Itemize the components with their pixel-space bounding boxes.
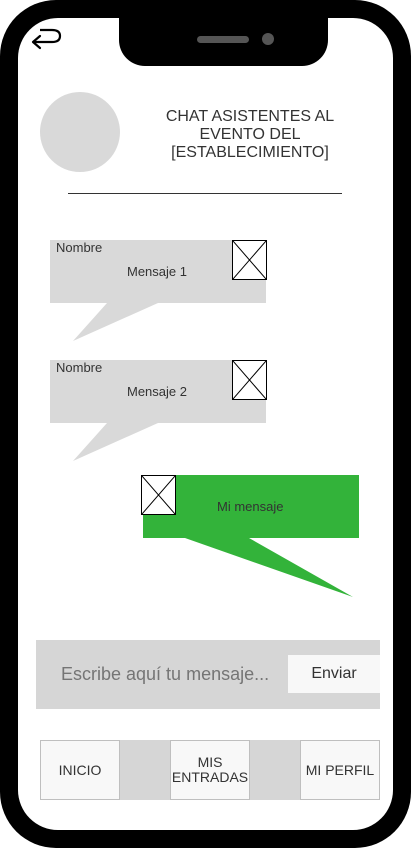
phone-notch bbox=[119, 18, 328, 66]
attachment-image-placeholder[interactable] bbox=[232, 360, 267, 400]
title-line-1: CHAT ASISTENTES AL bbox=[165, 108, 335, 125]
message-sender: Nombre bbox=[56, 360, 103, 375]
title-line-2: EVENTO DEL bbox=[199, 126, 301, 143]
back-arrow-icon[interactable] bbox=[28, 28, 64, 56]
attachment-image-placeholder[interactable] bbox=[141, 475, 176, 515]
bottom-nav: INICIO MIS ENTRADAS MI PERFIL bbox=[40, 740, 380, 800]
event-avatar bbox=[40, 92, 120, 172]
message-composer: Enviar bbox=[36, 640, 380, 709]
send-button[interactable]: Enviar bbox=[288, 655, 380, 693]
nav-item-mi-perfil[interactable]: MI PERFIL bbox=[300, 740, 380, 800]
own-message-bubble: Mi mensaje bbox=[143, 475, 359, 598]
front-camera bbox=[262, 33, 274, 45]
message-bubble-2: Nombre Mensaje 2 bbox=[50, 360, 268, 462]
message-bubble-1: Nombre Mensaje 1 bbox=[50, 240, 268, 342]
page-title: CHAT ASISTENTES AL EVENTO DEL [ESTABLECI… bbox=[150, 108, 350, 162]
message-text: Mensaje 1 bbox=[127, 264, 187, 279]
attachment-image-placeholder[interactable] bbox=[232, 240, 267, 280]
message-text: Mi mensaje bbox=[217, 499, 284, 514]
speaker-grille bbox=[197, 36, 249, 43]
nav-item-mis-entradas[interactable]: MIS ENTRADAS bbox=[170, 740, 250, 800]
header-divider bbox=[68, 193, 342, 194]
nav-item-inicio[interactable]: INICIO bbox=[40, 740, 120, 800]
message-text: Mensaje 2 bbox=[127, 384, 187, 399]
message-sender: Nombre bbox=[56, 240, 103, 255]
message-input[interactable] bbox=[36, 640, 286, 709]
title-line-3: [ESTABLECIMIENTO] bbox=[171, 144, 329, 161]
